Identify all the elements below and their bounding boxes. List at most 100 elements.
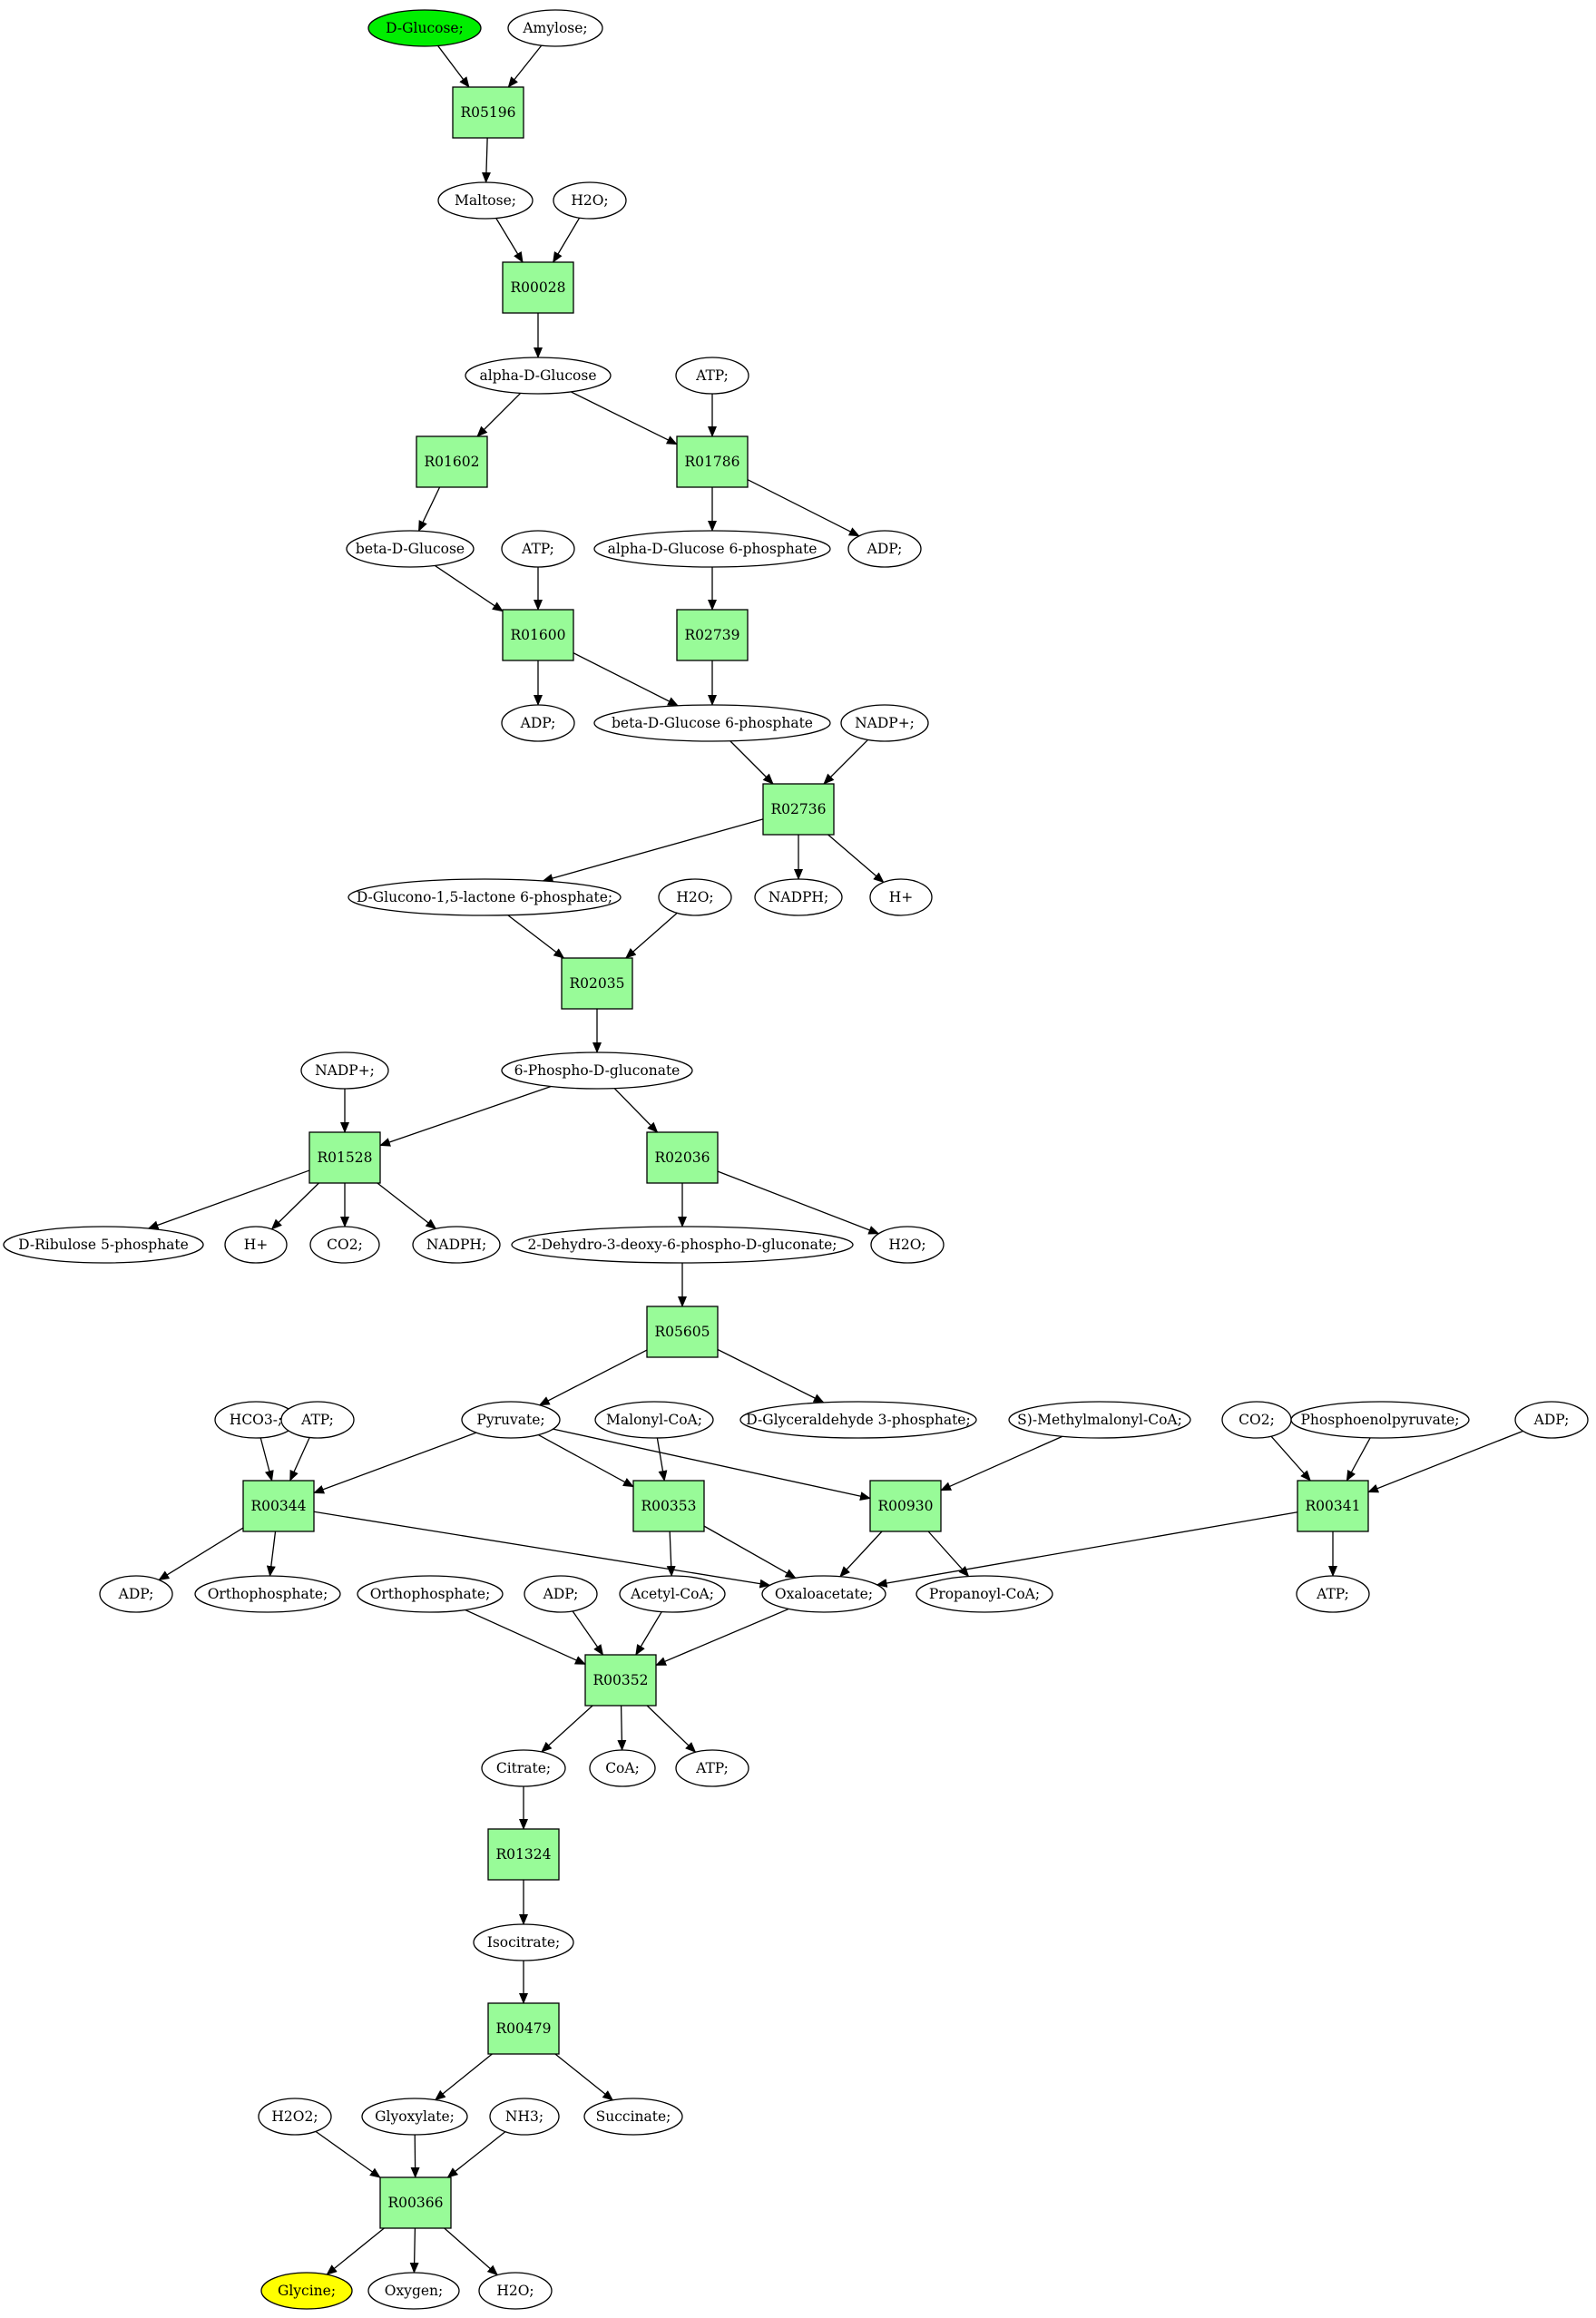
edge-pyruvate-to-r00344	[313, 1432, 477, 1494]
compound-node-propanoyl[interactable]: Propanoyl-CoA;	[915, 1575, 1053, 1613]
compound-ellipse	[357, 1575, 504, 1613]
reaction-node-r00344[interactable]: R00344	[242, 1480, 315, 1532]
compound-node-nadph_1[interactable]: NADPH;	[754, 878, 843, 916]
compound-node-dehydro[interactable]: 2-Dehydro-3-deoxy-6-phospho-D-gluconate;	[511, 1226, 854, 1264]
compound-node-amylose[interactable]: Amylose;	[507, 9, 603, 47]
compound-node-h2o_2[interactable]: H2O;	[658, 878, 732, 916]
reaction-node-r02036[interactable]: R02036	[646, 1131, 719, 1184]
compound-node-glycine[interactable]: Glycine;	[260, 2272, 353, 2310]
compound-node-hco3[interactable]: HCO3-;	[214, 1401, 298, 1439]
compound-node-pyruvate[interactable]: Pyruvate;	[461, 1401, 561, 1439]
reaction-box	[452, 86, 524, 139]
compound-node-atp_1[interactable]: ATP;	[675, 357, 749, 395]
compound-node-h2o_1[interactable]: H2O;	[553, 181, 627, 220]
compound-node-adp_4[interactable]: ADP;	[99, 1575, 173, 1613]
compound-ellipse	[870, 1226, 945, 1264]
compound-node-adp_3[interactable]: ADP;	[1514, 1401, 1589, 1439]
compound-node-atp_2[interactable]: ATP;	[501, 530, 575, 568]
reaction-node-r00930[interactable]: R00930	[869, 1480, 942, 1532]
compound-node-nh3[interactable]: NH3;	[489, 2098, 560, 2136]
compound-ellipse	[915, 1575, 1053, 1613]
reaction-box	[502, 609, 574, 661]
compound-node-dglucose[interactable]: D-Glucose;	[367, 9, 482, 47]
reaction-node-r01786[interactable]: R01786	[676, 435, 749, 488]
compound-node-nadph_2[interactable]: NADPH;	[412, 1226, 501, 1264]
compound-node-beta_dglucose[interactable]: beta-D-Glucose	[346, 530, 475, 568]
compound-node-nadp_1[interactable]: NADP+;	[840, 704, 929, 742]
node-label: Glyoxylate;	[375, 2108, 455, 2125]
compound-ellipse	[300, 1051, 389, 1090]
compound-node-acetylcoa[interactable]: Acetyl-CoA;	[619, 1575, 726, 1613]
edge-glucono-to-r02035	[507, 914, 565, 959]
compound-node-beta_g6p[interactable]: beta-D-Glucose 6-phosphate	[593, 704, 831, 742]
compound-node-atp_5[interactable]: ATP;	[675, 1749, 749, 1787]
compound-node-ortho_1[interactable]: Orthophosphate;	[194, 1575, 341, 1613]
compound-node-hplus_2[interactable]: H+	[224, 1226, 288, 1264]
compound-node-nadp_2[interactable]: NADP+;	[300, 1051, 389, 1090]
compound-node-oxaloacetate[interactable]: Oxaloacetate;	[761, 1575, 886, 1613]
reaction-node-r01324[interactable]: R01324	[487, 1828, 560, 1881]
compound-node-ribulose[interactable]: D-Ribulose 5-phosphate	[3, 1226, 204, 1264]
reaction-node-r05605[interactable]: R05605	[646, 1306, 719, 1358]
reaction-node-r02739[interactable]: R02739	[676, 609, 749, 661]
reaction-node-r01528[interactable]: R01528	[308, 1131, 381, 1184]
reaction-node-r01600[interactable]: R01600	[502, 609, 574, 661]
node-label: R02736	[771, 801, 827, 817]
compound-node-alpha_dglucose[interactable]: alpha-D-Glucose	[465, 357, 612, 395]
edge-alpha_dglucose-to-r01602	[476, 392, 522, 437]
reaction-node-r05196[interactable]: R05196	[452, 86, 524, 139]
compound-node-methylmalonyl[interactable]: S)-Methylmalonyl-CoA;	[1008, 1401, 1191, 1439]
edge-dglucose-to-r05196	[437, 45, 470, 88]
reaction-node-r00028[interactable]: R00028	[502, 261, 574, 314]
compound-node-h2o_3[interactable]: H2O;	[870, 1226, 945, 1264]
node-label: Oxaloacetate;	[775, 1586, 873, 1602]
edge-pyruvate-to-r00353	[538, 1433, 634, 1488]
node-label: CO2;	[1239, 1412, 1275, 1428]
compound-node-atp_4[interactable]: ATP;	[1296, 1575, 1370, 1613]
compound-node-isocitrate[interactable]: Isocitrate;	[473, 1923, 574, 1961]
compound-node-succinate[interactable]: Succinate;	[583, 2098, 683, 2136]
compound-node-adp_1[interactable]: ADP;	[847, 530, 922, 568]
compound-node-hplus_1[interactable]: H+	[869, 878, 933, 916]
compound-node-adp_5[interactable]: ADP;	[524, 1575, 598, 1613]
compound-node-glyoxylate[interactable]: Glyoxylate;	[361, 2098, 468, 2136]
reaction-node-r00479[interactable]: R00479	[487, 2002, 560, 2055]
edge-r01528-to-ribulose	[147, 1169, 310, 1230]
reaction-node-r00366[interactable]: R00366	[379, 2176, 452, 2229]
node-label: ATP;	[521, 541, 554, 557]
reaction-node-r02736[interactable]: R02736	[762, 783, 835, 836]
compound-node-h2o_4[interactable]: H2O;	[478, 2272, 553, 2310]
node-label: R01600	[511, 627, 566, 643]
edge-h2o_1-to-r00028	[553, 217, 581, 263]
compound-node-h2o2[interactable]: H2O2;	[258, 2098, 332, 2136]
compound-node-pep[interactable]: Phosphoenolpyruvate;	[1290, 1401, 1470, 1439]
node-label: ATP;	[695, 1760, 729, 1776]
reaction-node-r00352[interactable]: R00352	[584, 1654, 657, 1707]
compound-ellipse	[507, 9, 603, 47]
compound-node-alpha_g6p[interactable]: alpha-D-Glucose 6-phosphate	[593, 530, 831, 568]
reaction-node-r00341[interactable]: R00341	[1297, 1480, 1369, 1532]
compound-ellipse	[361, 2098, 468, 2136]
compound-node-g3p[interactable]: D-Glyceraldehyde 3-phosphate;	[739, 1401, 977, 1439]
compound-node-coa[interactable]: CoA;	[589, 1749, 656, 1787]
reaction-node-r02035[interactable]: R02035	[561, 957, 633, 1010]
compound-node-adp_2[interactable]: ADP;	[501, 704, 575, 742]
compound-node-citrate[interactable]: Citrate;	[481, 1749, 566, 1787]
edge-r01600-to-beta_g6p	[573, 652, 680, 707]
edge-r00341-to-oxaloacetate	[876, 1511, 1298, 1588]
compound-node-atp_3[interactable]: ATP;	[280, 1401, 355, 1439]
compound-node-maltose[interactable]: Maltose;	[437, 181, 534, 220]
compound-node-co2_2[interactable]: CO2;	[1221, 1401, 1292, 1439]
compound-node-pgluconate[interactable]: 6-Phospho-D-gluconate	[501, 1051, 693, 1090]
compound-ellipse	[761, 1575, 886, 1613]
compound-node-co2_1[interactable]: CO2;	[309, 1226, 380, 1264]
compound-node-oxygen[interactable]: Oxygen;	[367, 2272, 460, 2310]
reaction-node-r00353[interactable]: R00353	[632, 1480, 705, 1532]
reaction-node-r01602[interactable]: R01602	[416, 435, 488, 488]
compound-node-glucono[interactable]: D-Glucono-1,5-lactone 6-phosphate;	[348, 878, 622, 916]
compound-ellipse	[481, 1749, 566, 1787]
edge-beta_g6p-to-r02736	[729, 740, 774, 785]
edge-r05605-to-pyruvate	[538, 1349, 648, 1406]
compound-node-malonyl[interactable]: Malonyl-CoA;	[594, 1401, 714, 1439]
compound-node-ortho_2[interactable]: Orthophosphate;	[357, 1575, 504, 1613]
